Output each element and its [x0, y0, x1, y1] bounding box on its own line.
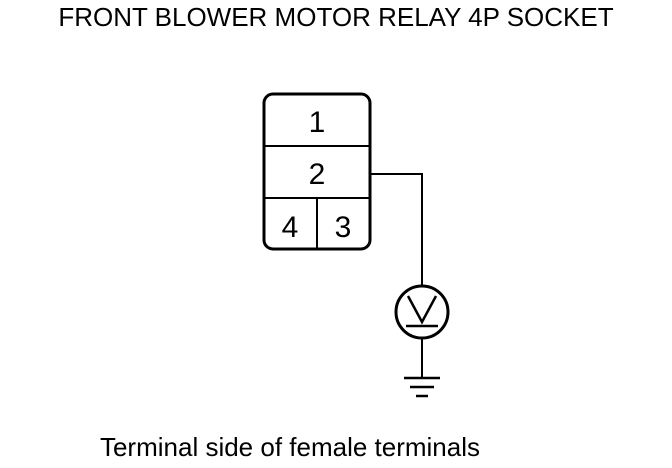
diagram-title: FRONT BLOWER MOTOR RELAY 4P SOCKET	[58, 2, 614, 32]
voltmeter-body	[394, 284, 450, 340]
terminal-1-label: 1	[309, 106, 326, 139]
terminal-3-label: 3	[335, 211, 352, 244]
voltmeter-symbol	[406, 295, 438, 325]
ground-icon	[404, 376, 440, 398]
voltmeter-icon	[394, 284, 450, 340]
probe-wire	[370, 173, 423, 286]
terminal-4-label: 4	[282, 211, 299, 244]
relay-socket-connector: 1 2 4 3	[262, 92, 372, 251]
terminal-2-label: 2	[309, 158, 326, 191]
diagram-caption: Terminal side of female terminals	[99, 432, 481, 462]
